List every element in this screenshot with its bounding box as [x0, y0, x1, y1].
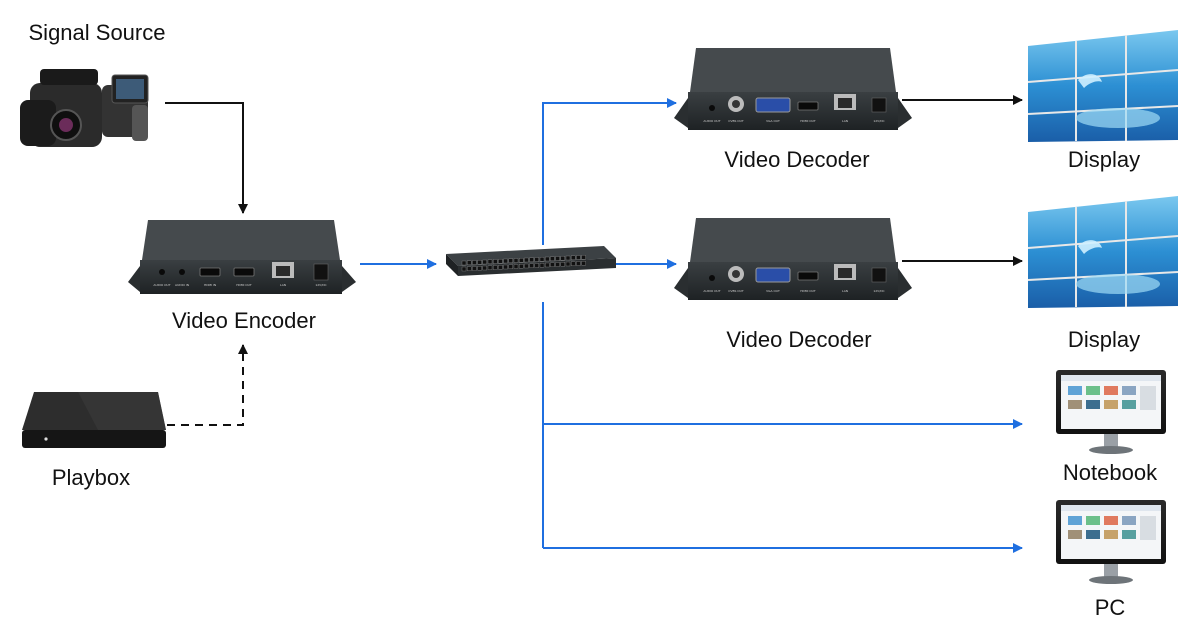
switch-port [482, 259, 487, 265]
switch-port [461, 266, 467, 272]
switch-port [539, 257, 545, 262]
switch-port [560, 262, 566, 267]
switch-port [534, 263, 540, 268]
port-label: HDMI OUT [800, 119, 816, 123]
switch-port [555, 256, 560, 261]
switch-port [576, 261, 581, 266]
port-label: VGA OUT [766, 119, 780, 123]
port-label: 12V/DC [315, 283, 326, 287]
switch-port [513, 264, 519, 269]
switch-port [518, 258, 524, 263]
switch-port [529, 263, 534, 268]
switch-port [524, 257, 529, 263]
video-wall-icon [1027, 30, 1179, 142]
display-2-label: Display [1067, 327, 1141, 352]
monitor-icon [1056, 500, 1166, 584]
video-encoder-label: Video Encoder [172, 308, 316, 333]
switch-port [534, 257, 540, 262]
video-encoder-device: AUDIO OUT AUDIO IN HDMI IN HDMI OUT LAN 12V/D… [128, 220, 356, 294]
video-wall-icon [1027, 196, 1179, 308]
video-decoder-device-1: AUDIO OUT CVBS OUT VGA OUT HDMI OUT LAN 12V/D… [674, 48, 912, 130]
signal-source-label: Signal Source [28, 20, 166, 45]
switch-port [565, 255, 571, 261]
connections [165, 95, 1023, 553]
switch-port [482, 265, 487, 271]
switch-port [555, 262, 560, 267]
port-label: HDMI OUT [800, 289, 816, 293]
port-label: AUDIO OUT [703, 119, 720, 123]
switch-port [570, 255, 576, 260]
port-label: AUDIO OUT [703, 289, 720, 293]
switch-port [565, 261, 571, 267]
port-label: CVBS OUT [728, 289, 744, 293]
playbox-label: Playbox [51, 465, 131, 490]
notebook-label: Notebook [1062, 460, 1158, 485]
switch-port [570, 261, 576, 266]
switch-port [477, 260, 482, 265]
port-label: HDMI IN [204, 283, 216, 287]
arrow-source-to-encoder [165, 102, 248, 214]
switch-port [581, 255, 586, 260]
switch-port [550, 256, 555, 261]
video-decoder-device-2: AUDIO OUT CVBS OUT VGA OUT HDMI OUT LAN 12V/D… [674, 218, 912, 300]
switch-port [503, 264, 508, 270]
switch-port [467, 266, 472, 271]
pc-label: PC [1094, 595, 1126, 620]
port-label: LAN [842, 289, 848, 293]
switch-port [498, 259, 503, 264]
switch-port [487, 265, 493, 270]
switch-port [539, 263, 545, 268]
port-label: HDMI OUT [236, 283, 252, 287]
switch-port [576, 255, 581, 260]
switch-port [518, 264, 524, 269]
port-label: AUDIO IN [175, 283, 189, 287]
switch-port [461, 260, 467, 266]
switch-port [472, 260, 477, 265]
port-label: 12V/DC [873, 119, 884, 123]
port-label: LAN [842, 119, 848, 123]
switch-port [487, 259, 493, 264]
arrow-switch-to-decoder-1 [542, 98, 677, 245]
switch-port [498, 265, 503, 270]
video-decoder-2-label: Video Decoder [726, 327, 872, 352]
switch-port [560, 256, 566, 261]
port-label: VGA OUT [766, 289, 780, 293]
switch-port [467, 260, 472, 265]
camcorder-icon [20, 69, 149, 147]
switch-port [472, 266, 477, 271]
port-label: AUDIO OUT [153, 283, 170, 287]
switch-port [508, 264, 514, 269]
video-decoder-1-label: Video Decoder [724, 147, 870, 172]
switch-port [493, 265, 498, 270]
switch-port [544, 262, 550, 268]
switch-port [503, 258, 508, 264]
display-1-label: Display [1067, 147, 1141, 172]
switch-port [524, 263, 529, 269]
network-switch-icon [446, 246, 616, 276]
switch-port [477, 266, 482, 271]
switch-port [544, 256, 550, 262]
arrow-playbox-to-encoder [167, 344, 248, 426]
switch-port [493, 259, 498, 264]
switch-port [529, 257, 534, 262]
switch-port [550, 262, 555, 267]
port-label: LAN [280, 283, 286, 287]
switch-port [508, 258, 514, 263]
port-label: 12V/DC [873, 289, 884, 293]
switch-port [513, 258, 519, 263]
monitor-icon [1056, 370, 1166, 454]
set-top-box-icon [22, 392, 166, 448]
switch-port [581, 261, 586, 266]
port-label: CVBS OUT [728, 119, 744, 123]
